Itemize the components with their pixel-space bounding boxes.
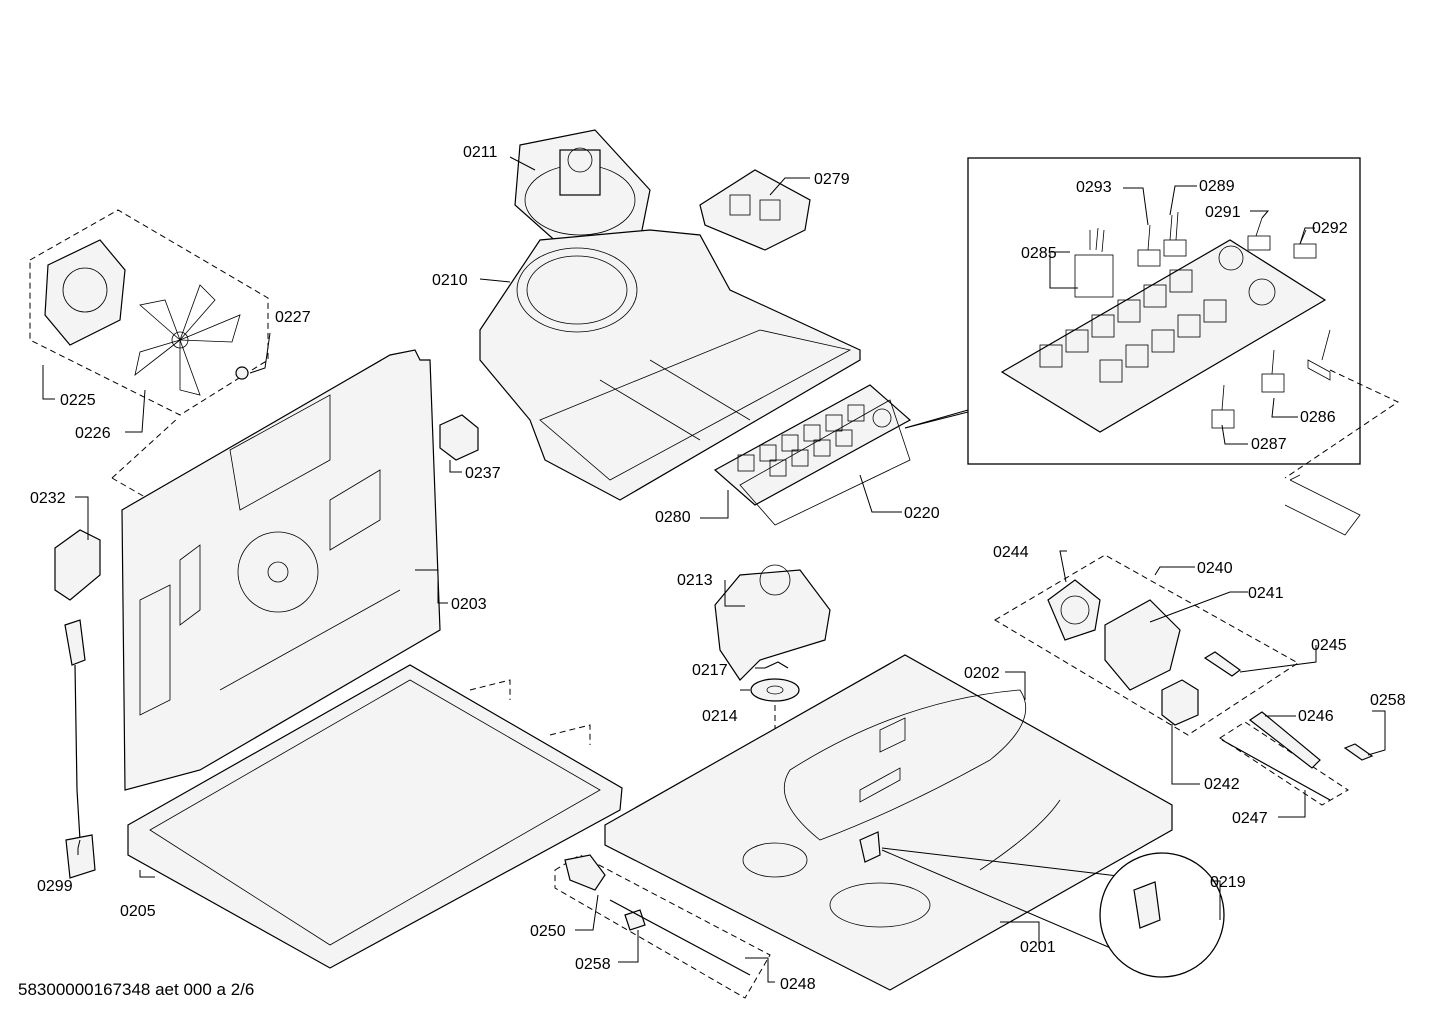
label-0240: 0240 — [1197, 560, 1233, 577]
label-0202: 0202 — [964, 665, 1000, 682]
strip-0258-bottom — [624, 909, 646, 931]
power-cable-0299 — [64, 619, 96, 879]
label-0241: 0241 — [1248, 585, 1284, 602]
label-0248: 0248 — [780, 976, 816, 993]
label-0250: 0250 — [530, 923, 566, 940]
label-0219: 0219 — [1210, 874, 1246, 891]
label-0203: 0203 — [451, 596, 487, 613]
document-id: 58300000167348 aet 000 a 2/6 — [18, 980, 255, 999]
control-board-inset — [904, 157, 1361, 536]
leader-lines — [42, 156, 1386, 983]
fan-housing-0210 — [479, 229, 861, 501]
label-0244: 0244 — [993, 544, 1029, 561]
label-0217: 0217 — [692, 662, 728, 679]
label-0299: 0299 — [37, 878, 73, 895]
label-0237: 0237 — [465, 465, 501, 482]
label-0201: 0201 — [1020, 939, 1056, 956]
label-0291: 0291 — [1205, 204, 1241, 221]
part-labels: 0211 0279 0210 0293 0289 0291 0292 0285 … — [30, 144, 1406, 993]
lock-0232 — [54, 529, 101, 601]
blower-0213 — [714, 564, 831, 681]
label-0242: 0242 — [1204, 776, 1240, 793]
strip-0258-right — [1343, 743, 1374, 761]
label-0246: 0246 — [1298, 708, 1334, 725]
rod-0247 — [1221, 739, 1331, 801]
fan-motor-0211 — [514, 129, 651, 246]
relay-0242 — [1161, 679, 1199, 726]
label-0211: 0211 — [463, 144, 498, 161]
bracket-0279 — [699, 169, 811, 251]
rail-0248 — [609, 899, 751, 976]
base-plate-0201 — [604, 654, 1173, 991]
label-0258-right: 0258 — [1370, 692, 1406, 709]
label-0232: 0232 — [30, 490, 66, 507]
label-0245: 0245 — [1311, 637, 1347, 654]
fan-blade-0226 — [134, 284, 241, 396]
dashed-group-0240 — [994, 554, 1299, 736]
label-0213: 0213 — [677, 572, 713, 589]
label-0210: 0210 — [432, 272, 468, 289]
sensor-0245 — [1203, 651, 1242, 677]
label-0279: 0279 — [814, 171, 850, 188]
label-0220: 0220 — [904, 505, 940, 522]
label-0292: 0292 — [1312, 220, 1348, 237]
label-0286: 0286 — [1300, 409, 1336, 426]
clip-0217 — [764, 661, 789, 669]
label-0289: 0289 — [1199, 178, 1235, 195]
bottom-tray-0205 — [127, 664, 623, 969]
timer-0244 — [1047, 579, 1101, 641]
rod-0246 — [1248, 711, 1321, 769]
control-board-0280 — [713, 384, 912, 526]
label-0293: 0293 — [1076, 179, 1112, 196]
label-0226: 0226 — [75, 425, 111, 442]
convection-motor-0225 — [44, 239, 126, 346]
label-0205: 0205 — [120, 903, 156, 920]
label-0247: 0247 — [1232, 810, 1268, 827]
detail-circle-0219 — [1099, 852, 1225, 978]
rear-panel-0203 — [121, 349, 441, 791]
clip-0219 — [859, 831, 881, 863]
nut-0227 — [235, 366, 249, 380]
label-0225: 0225 — [60, 392, 96, 409]
label-0258-bottom: 0258 — [575, 956, 611, 973]
label-0227: 0227 — [275, 309, 311, 326]
bracket-0237 — [439, 414, 479, 461]
label-0280: 0280 — [655, 509, 691, 526]
disc-0214 — [750, 678, 800, 702]
switch-0241 — [1104, 599, 1181, 691]
label-0287: 0287 — [1251, 436, 1287, 453]
label-0285: 0285 — [1021, 245, 1057, 262]
dashed-group-fan — [29, 209, 269, 416]
hinge-0250 — [564, 854, 606, 891]
label-0214: 0214 — [702, 708, 738, 725]
